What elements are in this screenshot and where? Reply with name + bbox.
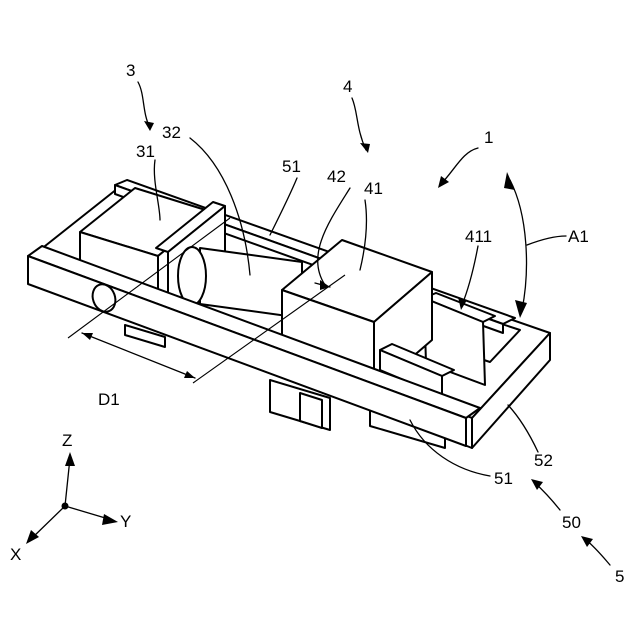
label-42: 42 <box>327 167 346 186</box>
label-3: 3 <box>126 61 135 80</box>
label-411: 411 <box>465 227 492 246</box>
axis-label-x: X <box>10 545 21 564</box>
label-31: 31 <box>136 142 155 161</box>
label-1: 1 <box>484 128 493 147</box>
label-d1: D1 <box>98 390 120 409</box>
label-52: 52 <box>534 451 553 470</box>
label-41: 41 <box>364 179 383 198</box>
label-32: 32 <box>162 123 181 142</box>
label-50: 50 <box>562 513 581 532</box>
label-5: 5 <box>615 567 624 586</box>
label-51-top: 51 <box>282 157 301 176</box>
label-a1: A1 <box>568 227 589 246</box>
arc-a1 <box>504 172 566 318</box>
label-51-bottom: 51 <box>494 469 513 488</box>
axis-label-z: Z <box>62 431 72 450</box>
label-4: 4 <box>343 77 352 96</box>
coordinate-axes <box>26 452 118 544</box>
axis-label-y: Y <box>120 512 131 531</box>
